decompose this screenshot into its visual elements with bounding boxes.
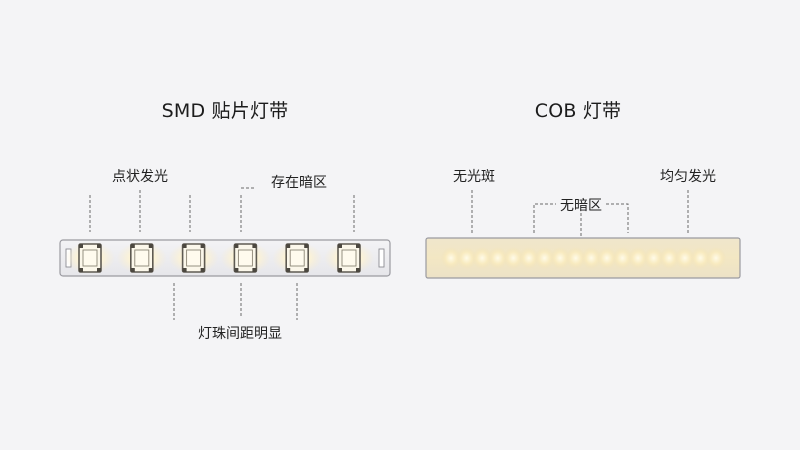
cob-led-dot — [643, 247, 664, 269]
smd-chip-group — [65, 242, 374, 274]
cob-led-dot — [503, 247, 524, 269]
cob-led-dot — [441, 247, 461, 269]
cob-label-uniform: 均匀发光 — [660, 169, 716, 185]
smd-led-pad — [252, 268, 257, 272]
smd-led-pad — [304, 268, 309, 272]
cob-led-dot — [518, 247, 539, 269]
cob-label-no-dark: 无暗区 — [560, 198, 602, 214]
cob-led-dot — [659, 247, 680, 269]
smd-led-lens — [134, 249, 150, 267]
smd-led-pad — [97, 268, 101, 272]
smd-led-pad — [286, 244, 291, 248]
cob-led-dot — [581, 247, 602, 269]
smd-led-pad — [79, 244, 83, 248]
smd-label-spacing: 灯珠间距明显 — [198, 326, 282, 342]
smd-led-pad — [286, 268, 291, 272]
cob-callouts — [471, 190, 689, 238]
cob-led-dot — [674, 247, 695, 269]
smd-led-pad — [234, 244, 239, 248]
smd-strip — [59, 239, 391, 277]
cob-led-dot — [487, 247, 508, 269]
smd-label-dark-zone: 存在暗区 — [271, 175, 327, 191]
smd-led-lens — [186, 249, 202, 267]
smd-led-pad — [252, 244, 257, 248]
smd-callouts — [89, 187, 355, 320]
smd-led-pad — [97, 244, 101, 248]
smd-led-pad — [356, 268, 360, 272]
smd-led-pad — [200, 244, 205, 248]
cob-led-dot — [534, 247, 555, 269]
smd-led-pad — [130, 268, 135, 272]
smd-led-pad — [182, 268, 187, 272]
callout-bracket-left — [533, 203, 556, 233]
cob-strip — [425, 237, 741, 279]
cob-led-dot — [565, 247, 586, 269]
cob-dot-group — [441, 247, 726, 269]
smd-led-pad — [148, 244, 153, 248]
cob-led-dot — [550, 247, 571, 269]
cob-led-dot — [628, 247, 649, 269]
cob-label-no-spots: 无光斑 — [453, 169, 495, 185]
cob-led-dot — [596, 247, 617, 269]
smd-led-pad — [148, 268, 153, 272]
smd-led-pad — [356, 244, 360, 248]
callout-bracket-right — [606, 203, 629, 233]
smd-led-lens — [237, 249, 253, 267]
smd-led-lens — [82, 249, 98, 267]
smd-led-pad — [182, 244, 187, 248]
smd-end-cap-right — [378, 248, 385, 268]
smd-title: SMD 贴片灯带 — [161, 100, 289, 122]
smd-led-pad — [200, 268, 205, 272]
cob-led-dot — [706, 247, 726, 269]
cob-title: COB 灯带 — [534, 100, 622, 122]
cob-led-dot — [612, 247, 633, 269]
smd-led-pad — [79, 268, 83, 272]
smd-led-pad — [234, 268, 239, 272]
cob-led-dot — [690, 247, 711, 269]
smd-led-pad — [338, 244, 342, 248]
cob-led-dot — [472, 247, 493, 269]
cob-led-dot — [456, 247, 477, 269]
smd-led-pad — [130, 244, 135, 248]
smd-led-pad — [338, 268, 342, 272]
smd-led-lens — [341, 249, 357, 267]
smd-label-point-glow: 点状发光 — [112, 169, 168, 185]
smd-led-pad — [304, 244, 309, 248]
smd-led-lens — [289, 249, 305, 267]
